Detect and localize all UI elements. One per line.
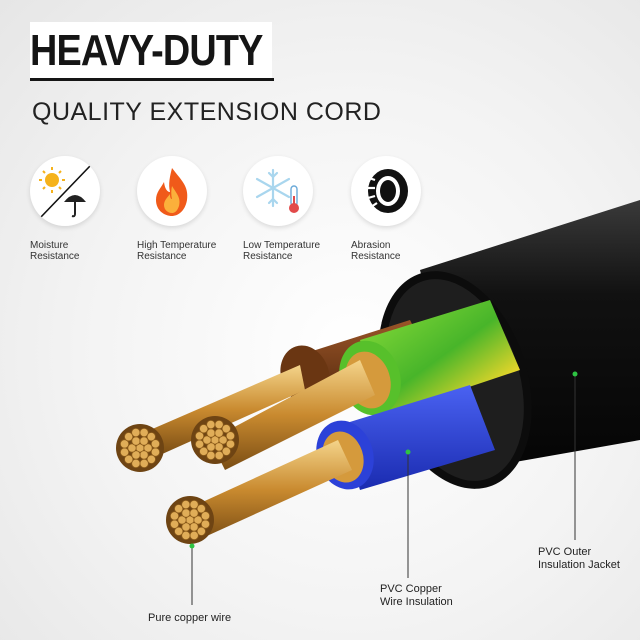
copper-strand bbox=[199, 424, 209, 434]
copper-strand bbox=[174, 526, 184, 536]
copper-strand bbox=[189, 499, 199, 510]
copper-strand bbox=[131, 458, 141, 469]
headline: HEAVY-DUTY bbox=[30, 26, 263, 75]
copper-strand bbox=[139, 450, 149, 460]
feature-abrasion: Abrasion Resistance bbox=[351, 156, 451, 262]
copper-strand bbox=[143, 443, 153, 453]
green-yellow-conductor bbox=[210, 300, 520, 470]
copper-strand bbox=[139, 427, 149, 438]
feature-label-high-temperature: High Temperature Resistance bbox=[137, 240, 217, 262]
copper-strand bbox=[169, 511, 180, 521]
feature-label-abrasion: Abrasion Resistance bbox=[351, 240, 401, 262]
copper-strand bbox=[139, 458, 149, 469]
copper-strand bbox=[194, 431, 205, 441]
copper-strand bbox=[150, 439, 161, 449]
callout-wire-insulation: PVC Copper Wire Insulation bbox=[380, 583, 453, 608]
copper-strand bbox=[214, 450, 224, 461]
feature-label-low-temperature: Low Temperature Resistance bbox=[243, 240, 321, 262]
copper-strand bbox=[146, 432, 156, 442]
copper-strand bbox=[206, 419, 216, 430]
copper-strand bbox=[127, 443, 137, 453]
tire-icon bbox=[351, 156, 421, 226]
callout-copper-wire: Pure copper wire bbox=[148, 612, 232, 624]
copper-strand bbox=[206, 428, 216, 438]
copper-strand bbox=[146, 454, 156, 464]
copper-strand bbox=[196, 504, 206, 514]
copper-strand bbox=[202, 435, 212, 445]
copper-strand bbox=[119, 447, 130, 457]
copper-strand bbox=[206, 450, 216, 461]
copper-strand bbox=[181, 508, 191, 518]
copper-strand bbox=[225, 431, 236, 441]
copper-strand bbox=[189, 522, 199, 532]
headline-underline bbox=[30, 78, 274, 81]
blue-conductor bbox=[185, 385, 495, 540]
copper-strand bbox=[124, 432, 134, 442]
sun-umbrella-crossed-icon bbox=[30, 156, 100, 226]
feature-low-temperature: Low Temperature Resistance bbox=[243, 156, 343, 262]
feature-high-temperature: High Temperature Resistance bbox=[137, 156, 237, 262]
copper-strand bbox=[221, 424, 231, 434]
feature-moisture: Moisture Resistance bbox=[30, 156, 130, 262]
flame-icon bbox=[137, 156, 207, 226]
copper-strand bbox=[196, 526, 206, 536]
copper-strand bbox=[199, 446, 209, 456]
copper-strand bbox=[131, 436, 141, 446]
copper-strand bbox=[174, 504, 184, 514]
copper-strand bbox=[200, 511, 211, 521]
snowflake-thermometer-icon bbox=[243, 156, 313, 226]
copper-strand bbox=[214, 419, 224, 430]
copper-strand bbox=[169, 519, 180, 529]
subheadline: QUALITY EXTENSION CORD bbox=[32, 98, 382, 126]
copper-strand bbox=[214, 442, 224, 452]
copper-strand bbox=[119, 439, 130, 449]
copper-strand bbox=[193, 515, 203, 525]
copper-strand bbox=[221, 446, 231, 456]
feature-label-moisture: Moisture Resistance bbox=[30, 240, 80, 262]
copper-strand bbox=[181, 530, 191, 541]
headline-box: HEAVY-DUTY bbox=[30, 22, 272, 80]
callout-outer-jacket: PVC Outer Insulation Jacket bbox=[538, 546, 620, 571]
copper-strand bbox=[181, 499, 191, 510]
copper-strand bbox=[194, 439, 205, 449]
copper-strand bbox=[218, 435, 228, 445]
copper-strand bbox=[131, 427, 141, 438]
copper-strand bbox=[189, 530, 199, 541]
copper-strand bbox=[124, 454, 134, 464]
copper-strand bbox=[177, 515, 187, 525]
